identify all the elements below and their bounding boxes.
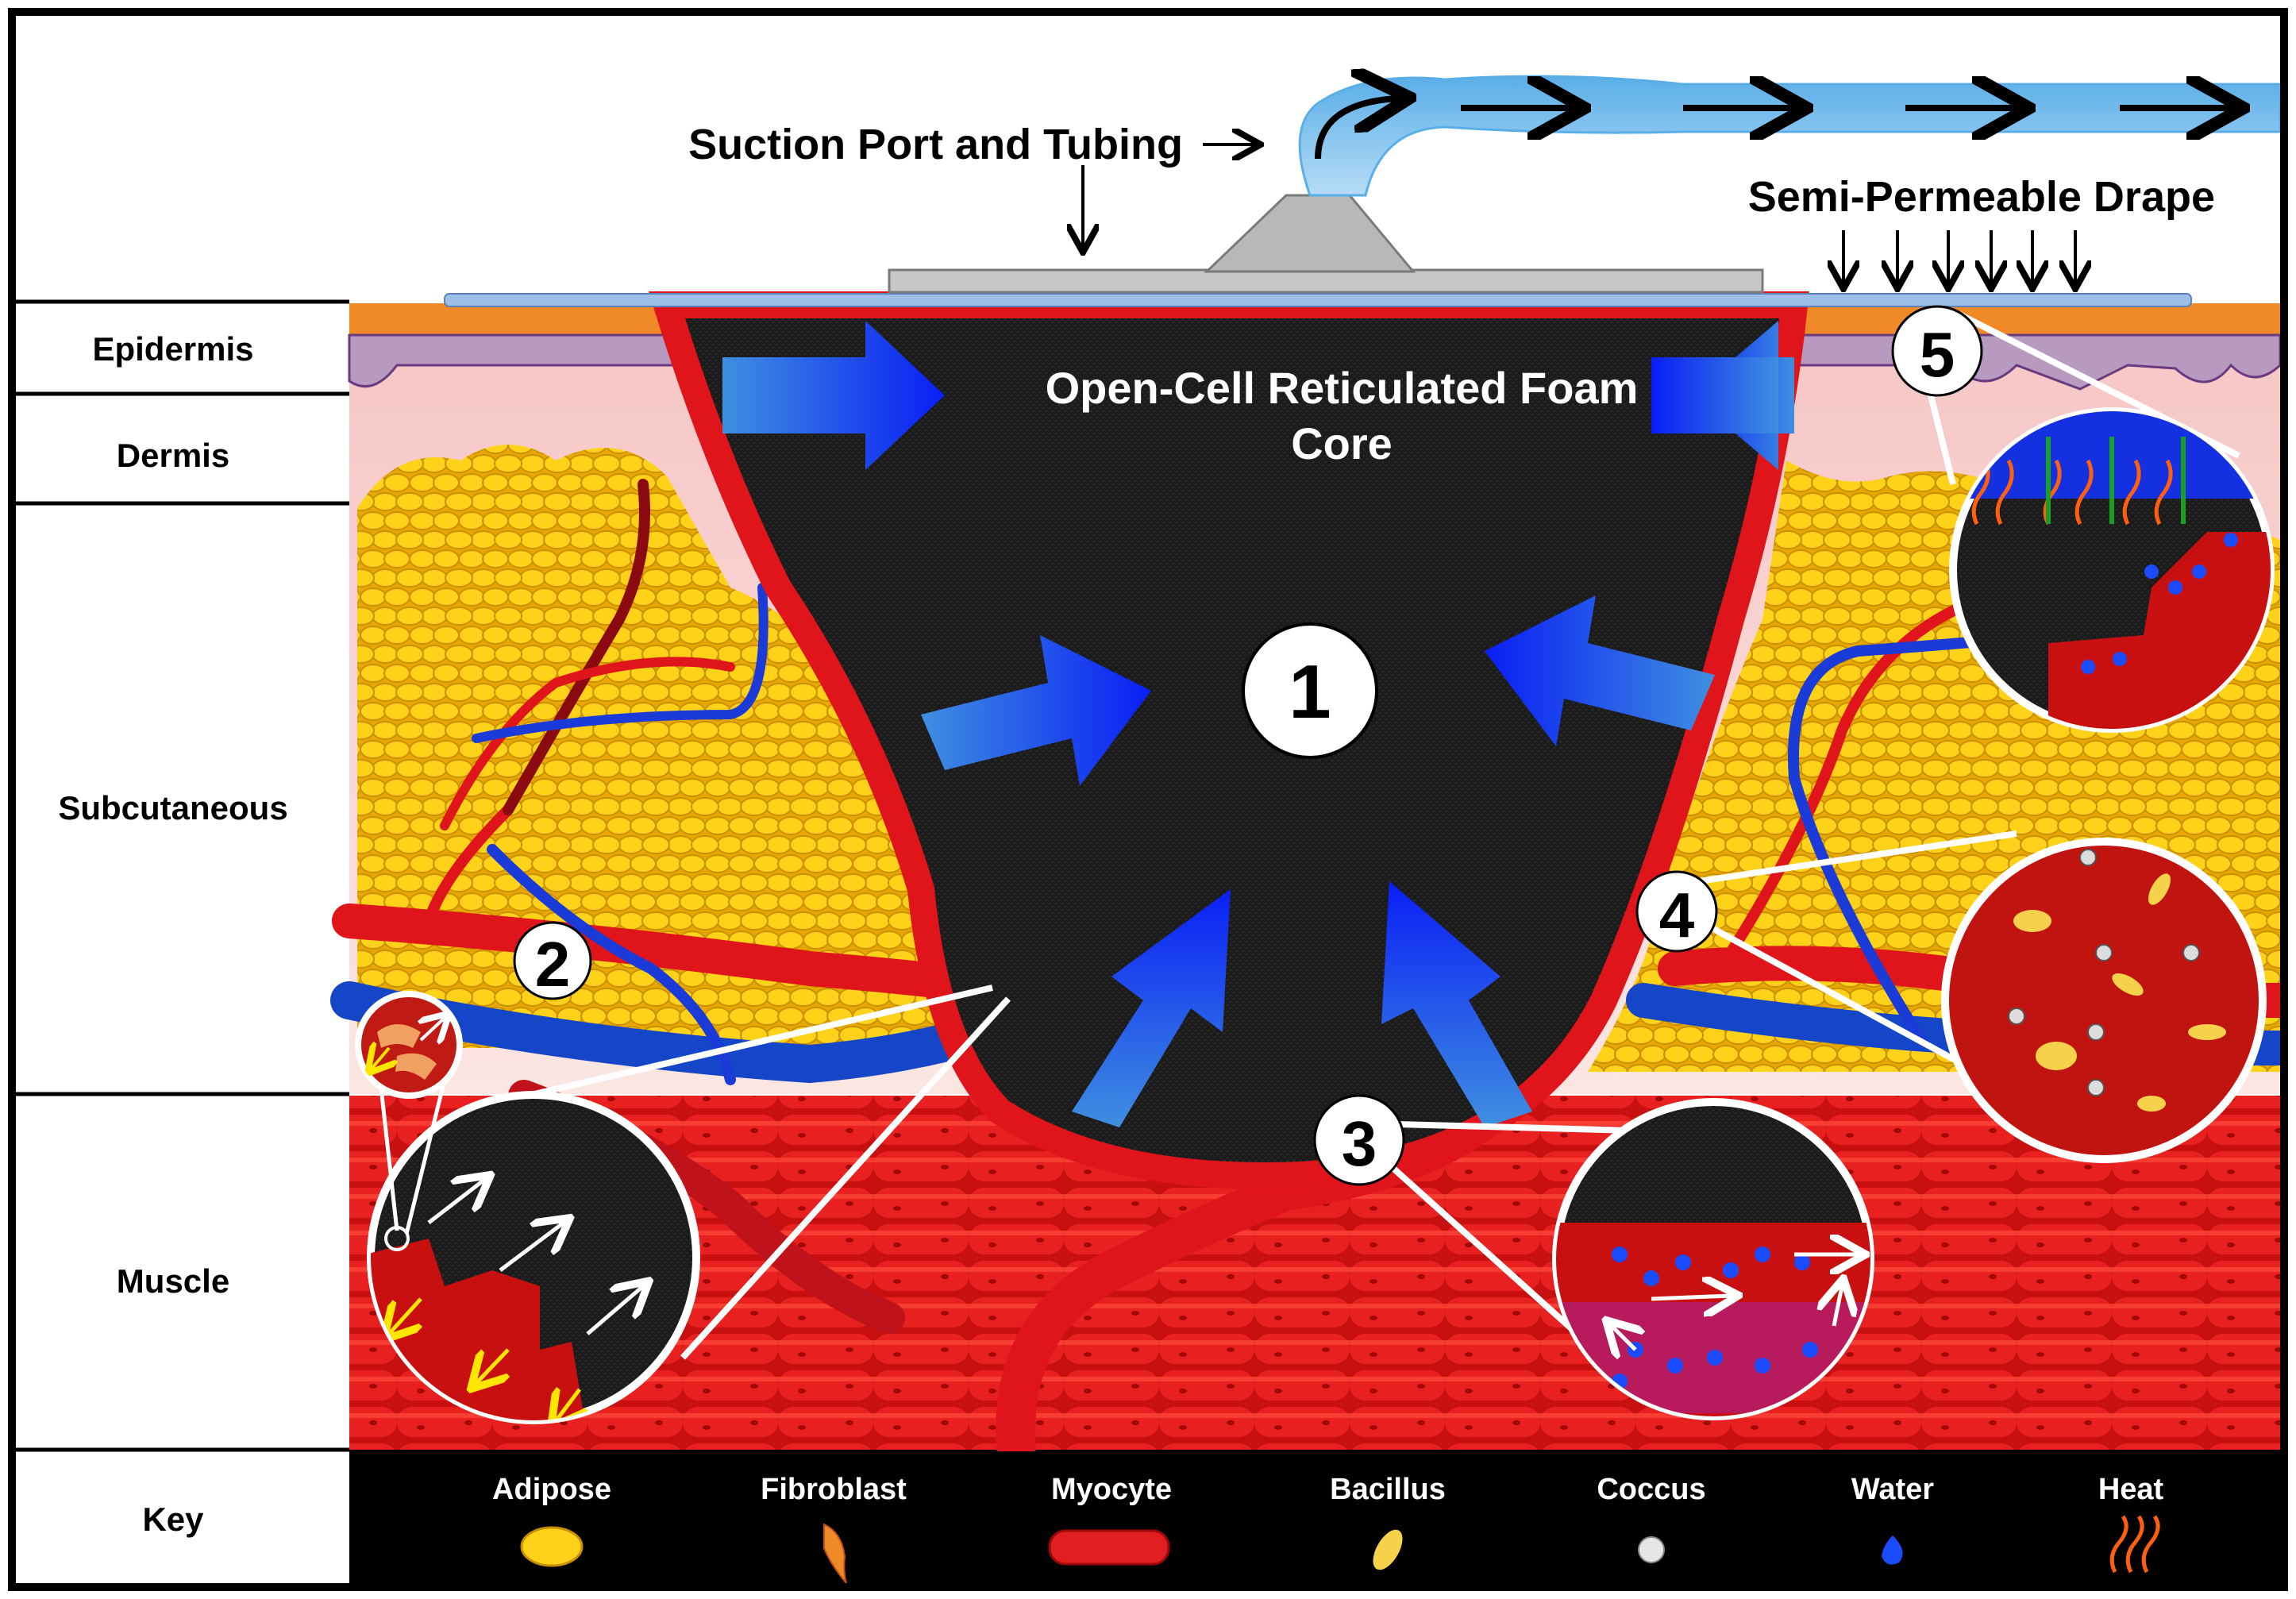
key-legend: Adipose Fibroblast Myocyte Bacillus Cocc… (349, 1451, 2280, 1583)
heat-icon (2109, 1515, 2160, 1574)
layer-label-muscle: Muscle (117, 1262, 229, 1300)
pressure-arrow-top-right (1651, 357, 1778, 433)
drape-arrows (1843, 230, 2075, 283)
key-label-adipose: Adipose (492, 1473, 611, 1506)
drape-label: Semi-Permeable Drape (1748, 173, 2215, 221)
myocyte-icon (1048, 1529, 1170, 1566)
foam-core (649, 291, 1809, 1189)
callout-number-3: 3 (1342, 1108, 1377, 1179)
pressure-arrow-mid-right (1485, 595, 1715, 746)
layer-label-subcutaneous: Subcutaneous (58, 789, 287, 826)
callout-1: 1 (1242, 622, 1378, 759)
semi-permeable-drape (444, 293, 2192, 307)
adipose-left (357, 445, 969, 1048)
dressing-system: Suction Port and Tubing Semi-Permeable D… (444, 76, 2280, 307)
key-label-coccus: Coccus (1597, 1473, 1705, 1506)
callout-number-4: 4 (1659, 880, 1695, 950)
pressure-arrow-top-left (722, 321, 945, 470)
layer-label-epidermis: Epidermis (92, 330, 253, 368)
pressure-arrow-bottom-left (1072, 889, 1231, 1127)
foam-label-line2: Core (1291, 418, 1393, 468)
key-label-myocyte: Myocyte (1051, 1473, 1172, 1506)
artery-left-main (332, 904, 986, 1002)
key-label-bacillus: Bacillus (1330, 1473, 1446, 1506)
callout-number-2: 2 (535, 929, 571, 1000)
diagram-canvas: Epidermis Dermis Subcutaneous Muscle Key (16, 16, 2280, 1583)
suction-port (1204, 194, 1416, 273)
callout-number-1: 1 (1289, 649, 1331, 734)
pressure-arrow-mid-left (921, 635, 1151, 786)
pressure-arrows: Open-Cell Reticulated Foam Core (722, 321, 1794, 1127)
callout-5: 5 (1891, 305, 2275, 733)
layer-label-key: Key (142, 1501, 204, 1538)
npwt-diagram: Epidermis Dermis Subcutaneous Muscle Key (8, 8, 2288, 1591)
pressure-arrow-bottom-right (1381, 881, 1532, 1127)
foam-label-line1: Open-Cell Reticulated Foam (1046, 363, 1639, 413)
layer-label-dermis: Dermis (117, 437, 229, 474)
key-label-water: Water (1851, 1473, 1934, 1506)
callout-2: 2 (355, 921, 1011, 1424)
fibroblast-icon (823, 1523, 847, 1583)
adipose-icon (520, 1526, 584, 1567)
water-icon (1882, 1535, 1903, 1565)
coccus-icon (1638, 1536, 1665, 1563)
callout-4: 4 (1635, 830, 2267, 1163)
suction-port-label: Suction Port and Tubing (688, 121, 1183, 168)
key-label-heat: Heat (2098, 1473, 2164, 1506)
callout-3: 3 (1313, 1094, 1874, 1420)
wound-cavity-foam (649, 291, 1809, 1189)
key-label-fibroblast: Fibroblast (761, 1473, 907, 1506)
port-base (888, 268, 1764, 294)
callout-number-5: 5 (1920, 319, 1955, 390)
bacillus-icon (1373, 1529, 1403, 1570)
vein-left-main (330, 981, 1004, 1084)
